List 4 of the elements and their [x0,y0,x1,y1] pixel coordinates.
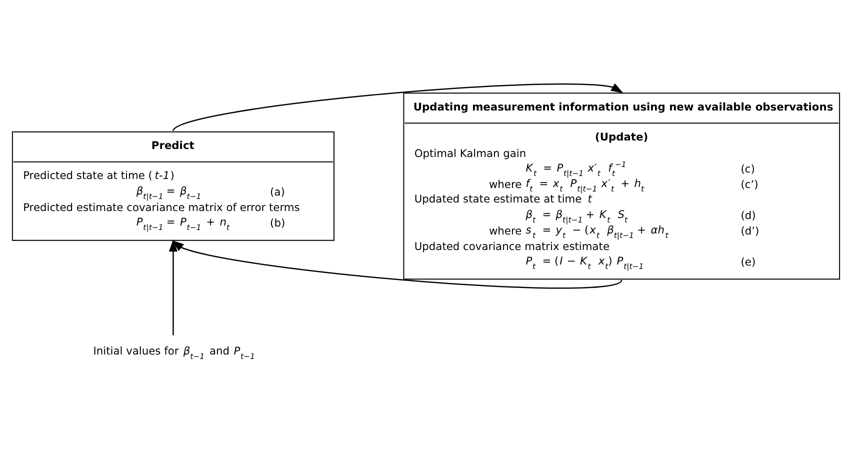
arrow [168,239,178,336]
arrow [172,240,622,289]
arrow [172,83,624,132]
node-text: Initial values for β$_{t−1}$ and P$_{t−1}$ [93,344,255,361]
